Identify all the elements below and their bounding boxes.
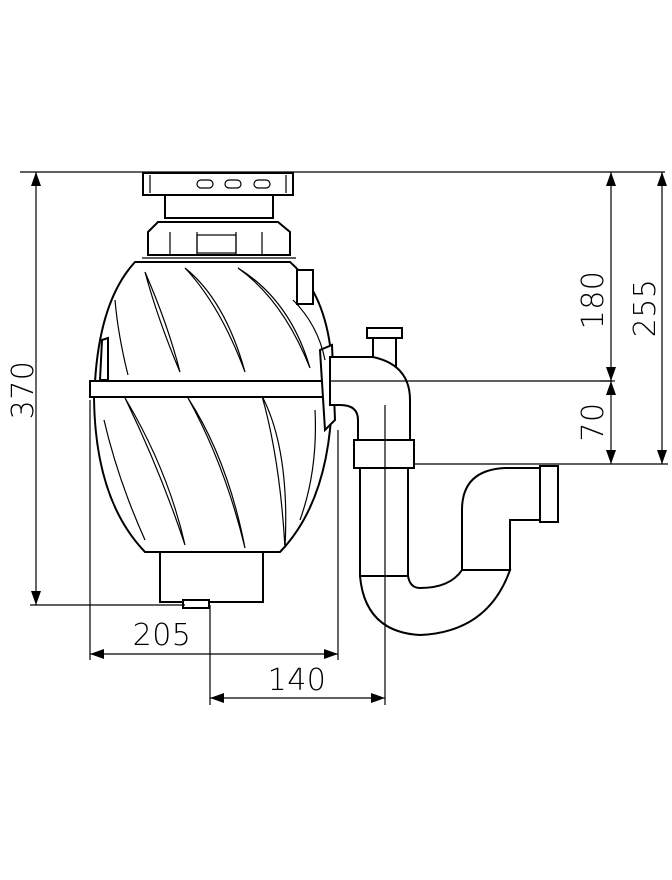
dim-140-label: 140	[268, 663, 327, 698]
dim-370: 370	[6, 172, 41, 605]
upper-ribs	[114, 267, 326, 376]
dim-205-label: 205	[133, 618, 192, 653]
side-cap	[296, 269, 314, 305]
drain-trap	[329, 327, 612, 637]
dim-370-label: 370	[6, 361, 41, 420]
dim-255: 255	[628, 172, 667, 464]
bottom-cap	[159, 551, 264, 603]
vent-cap	[366, 327, 403, 339]
middle-band	[89, 380, 336, 398]
inlet-elbow	[329, 356, 411, 441]
upper-housing	[93, 261, 331, 383]
outlet-pipe	[539, 465, 559, 523]
slip-nut	[353, 439, 415, 469]
mount-ring	[147, 221, 291, 256]
lower-ribs	[103, 395, 316, 549]
dim-140: 140	[210, 663, 385, 703]
disposer-unit	[89, 172, 337, 609]
u-bend	[358, 569, 512, 637]
extension-lines	[20, 171, 668, 705]
dim-180-label: 180	[576, 271, 611, 330]
dim-255-label: 255	[628, 279, 663, 338]
return-bend	[461, 467, 546, 571]
dim-180: 180	[576, 172, 616, 381]
dim-205: 205	[90, 618, 338, 659]
lower-housing	[92, 396, 334, 553]
dim-70: 70	[576, 381, 616, 464]
dim-70-label: 70	[576, 402, 611, 441]
mount-neck	[164, 194, 274, 219]
down-pipe	[359, 467, 409, 577]
